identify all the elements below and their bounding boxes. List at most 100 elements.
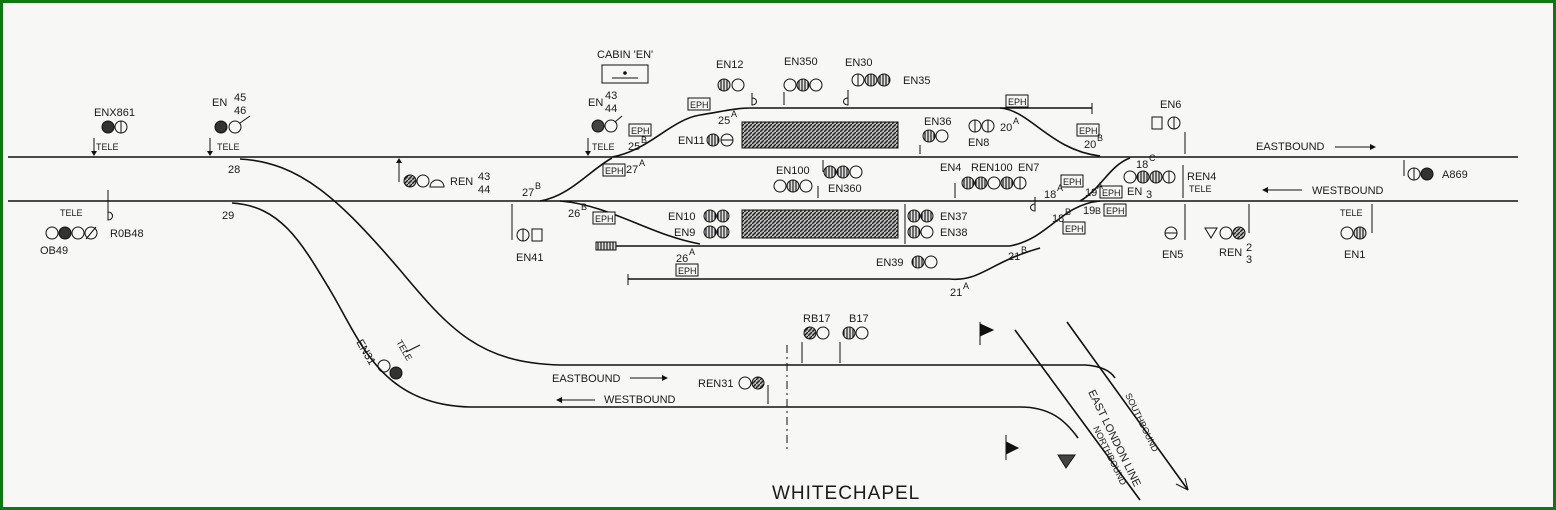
svg-text:A: A	[1097, 181, 1103, 191]
svg-text:REN: REN	[450, 176, 473, 188]
point-25a: 25	[718, 115, 730, 127]
signal-en100[interactable]	[773, 179, 819, 198]
svg-text:A: A	[689, 247, 695, 257]
svg-text:B: B	[641, 135, 647, 145]
signal-en39[interactable]	[911, 255, 938, 269]
eph-box: EPH	[628, 123, 652, 137]
svg-text:EN: EN	[212, 97, 227, 109]
signals	[45, 73, 1434, 469]
signal-b17[interactable]	[839, 326, 869, 363]
signal-ren23[interactable]	[1204, 204, 1250, 240]
signal-r0b48-ob49[interactable]	[45, 190, 113, 240]
svg-text:EPH: EPH	[1079, 126, 1098, 136]
signal-en38[interactable]	[907, 225, 934, 239]
signal-ren31[interactable]	[738, 376, 769, 404]
signal-en36[interactable]	[919, 129, 949, 154]
signal-en30[interactable]	[843, 73, 891, 106]
signal-a869[interactable]	[1403, 160, 1434, 181]
svg-text:EN6: EN6	[1160, 99, 1181, 111]
signal-en3[interactable]	[1123, 165, 1184, 198]
svg-text:B17: B17	[849, 313, 869, 325]
svg-text:EPH: EPH	[631, 126, 650, 136]
svg-text:EPH: EPH	[595, 214, 614, 224]
svg-text:EPH: EPH	[1102, 188, 1121, 198]
svg-text:REN: REN	[1219, 247, 1242, 259]
signal-en6[interactable]	[1151, 116, 1186, 154]
cabin-label: CABIN 'EN'	[597, 49, 653, 61]
point-18a: 18	[1044, 189, 1056, 201]
flag-marker	[979, 322, 995, 345]
signal-en8[interactable]	[968, 119, 995, 133]
sidings	[539, 103, 1131, 285]
point-20a: 20	[1000, 122, 1012, 134]
svg-text:B: B	[581, 202, 587, 212]
signal-enx861[interactable]	[91, 120, 128, 156]
eastbound-branch-label: EASTBOUND	[552, 373, 621, 385]
svg-text:TELE: TELE	[1189, 184, 1212, 194]
svg-text:EN8: EN8	[968, 137, 989, 149]
crossover-21	[949, 247, 1041, 281]
eph-box: EPH	[1099, 185, 1123, 199]
svg-text:EN360: EN360	[828, 183, 862, 195]
signal-rb17[interactable]	[801, 326, 830, 363]
svg-text:EN350: EN350	[784, 56, 818, 68]
crossover-27	[539, 157, 613, 202]
crossover-26	[559, 200, 701, 245]
svg-text:2: 2	[1246, 242, 1252, 254]
point-19a: 19	[1085, 187, 1097, 199]
svg-text:3: 3	[1246, 254, 1252, 266]
point-27b: 27	[522, 187, 534, 199]
eph-box: EPH	[592, 211, 616, 225]
ell-northbound-track	[1014, 329, 1141, 501]
svg-text:EN11: EN11	[678, 135, 705, 147]
signal-en4546[interactable]	[207, 115, 251, 156]
westbound-branch-label: WESTBOUND	[604, 394, 676, 406]
signal-en360[interactable]	[822, 160, 863, 179]
svg-text:EPH: EPH	[678, 266, 697, 276]
eastbound-branch-arrow	[662, 375, 668, 381]
svg-text:A: A	[1013, 116, 1019, 126]
eph-box: EPH	[1005, 94, 1029, 108]
signal-en5[interactable]	[1164, 204, 1186, 240]
signal-en9[interactable]	[703, 225, 730, 239]
crossover-25	[611, 107, 751, 158]
svg-text:EN1: EN1	[1344, 249, 1365, 261]
eph-box: EPH	[1076, 123, 1100, 137]
signal-ren4344[interactable]	[396, 158, 445, 188]
platforms	[741, 121, 899, 239]
svg-text:45: 45	[234, 92, 246, 104]
branch-tracks	[231, 158, 1116, 439]
signal-en41[interactable]	[511, 204, 543, 242]
signal-en37[interactable]	[904, 204, 934, 244]
svg-text:A869: A869	[1442, 169, 1468, 181]
signal-en4344[interactable]	[585, 115, 623, 156]
svg-text:EN: EN	[1127, 186, 1142, 198]
signal-en1[interactable]	[1340, 204, 1373, 240]
signal-en31[interactable]	[377, 344, 421, 380]
point-18b: 18	[1052, 213, 1064, 225]
svg-text:TELE: TELE	[96, 142, 119, 152]
svg-text:EPH: EPH	[690, 100, 709, 110]
svg-text:R0B48: R0B48	[110, 228, 144, 240]
westbound-arrow	[1262, 187, 1268, 193]
point-21a: 21	[950, 287, 962, 299]
point-18c: 18	[1136, 159, 1148, 171]
eastbound-main-label: EASTBOUND	[1256, 141, 1325, 153]
svg-text:44: 44	[478, 184, 490, 196]
svg-text:EPH: EPH	[1008, 97, 1027, 107]
signal-en350[interactable]	[783, 78, 823, 105]
svg-text:EN31: EN31	[353, 338, 377, 368]
svg-text:C: C	[1149, 153, 1156, 163]
point-25b: 25	[628, 141, 640, 153]
eastbound-branch-track	[239, 158, 1116, 379]
eph-box: EPH	[1060, 174, 1084, 188]
svg-text:EN: EN	[588, 97, 603, 109]
point-20b: 20	[1084, 139, 1096, 151]
signal-en12[interactable]	[717, 78, 757, 106]
signal-en4-ren100-en7[interactable]	[954, 176, 1036, 212]
signal-en11[interactable]	[706, 133, 734, 147]
southbound-label: SOUTHBOUND	[1123, 391, 1160, 453]
svg-text:A: A	[1057, 183, 1063, 193]
direction-labels: EASTBOUND WESTBOUND EASTBOUND WESTBOUND	[552, 141, 1384, 406]
signal-en10[interactable]	[703, 209, 730, 223]
